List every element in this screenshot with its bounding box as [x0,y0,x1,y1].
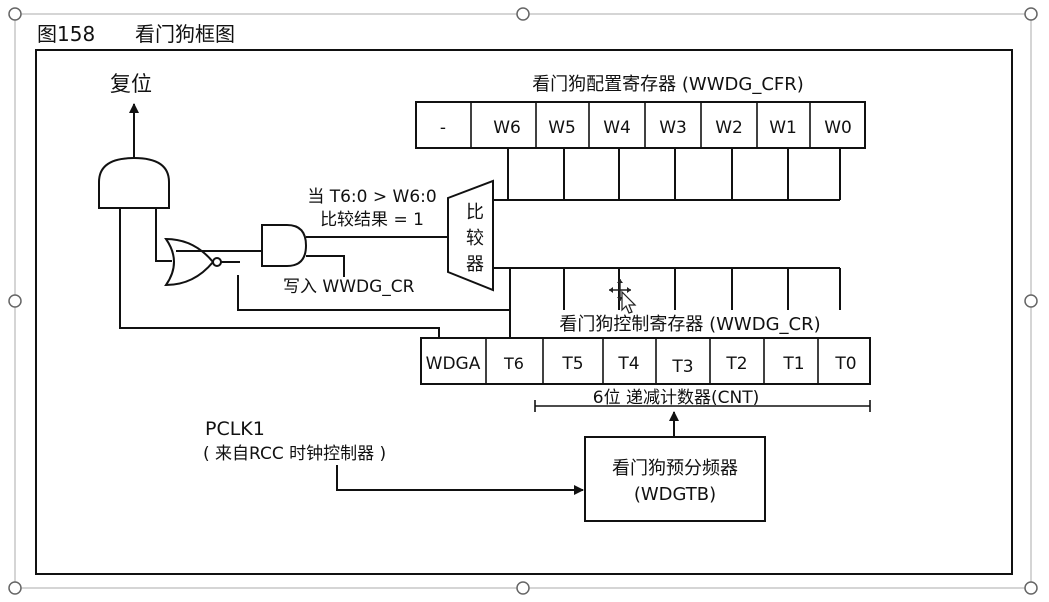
cfr-register: - W6 W5 W4 W3 W2 W1 W0 [415,101,866,149]
cr-cell: T2 [725,354,747,374]
cfr-cell: W6 [493,118,521,138]
prescaler-box [584,436,766,522]
handle-top-center[interactable] [516,7,530,21]
cr-cell: WDGA [426,354,481,374]
cr-cell: T1 [782,354,804,374]
diagram-border [35,49,1013,575]
selection-frame[interactable] [8,7,1038,595]
cfr-cell: W0 [824,118,852,138]
move-cursor-icon [609,279,637,314]
cfr-cell: W5 [548,118,576,138]
pclk-label: PCLK1 [205,418,265,440]
counter-bracket [534,400,871,412]
resize-handles[interactable] [8,7,1038,595]
handle-middle-right[interactable] [1024,294,1038,308]
handle-top-right[interactable] [1024,7,1038,21]
cr-cell: T3 [671,357,693,377]
figure-title: 看门狗框图 [135,22,235,46]
compare-condition-line1: 当 T6:0 > W6:0 [307,187,436,207]
cfr-title: 看门狗配置寄存器 (WWDG_CFR) [532,74,804,95]
write-cr-wire [306,255,345,277]
compare-and-gate [261,224,308,267]
write-cr-label: 写入 WWDG_CR [283,277,415,297]
or-to-and-wire [155,208,172,262]
figure-number: 图158 [37,22,95,46]
cfr-cell: W4 [603,118,631,138]
cfr-cell: W1 [769,118,797,138]
handle-top-left[interactable] [8,7,22,21]
compare-condition-line2: 比较结果 = 1 [320,210,424,230]
comparator-char-2: 较 [466,228,484,249]
prescaler-subtitle: (WDGTB) [634,484,716,505]
counter-label: 6位 递减计数器(CNT) [593,388,759,408]
handle-bottom-right[interactable] [1024,581,1038,595]
cr-cell: T6 [503,354,524,373]
reset-label: 复位 [110,72,152,96]
pclk-source-label: ( 来自RCC 时钟控制器 ) [203,444,386,464]
cr-register-frame [420,337,871,385]
handle-bottom-left[interactable] [8,581,22,595]
cfr-cell: W3 [659,118,687,138]
reset-and-gate [98,156,170,209]
t6-to-or-wire [237,268,511,311]
handle-middle-left[interactable] [8,294,22,308]
cr-register: WDGA T6 T5 T4 T3 T2 T1 T0 [420,337,871,385]
comparator-char-1: 比 [466,202,484,223]
wdga-to-and-wire [119,208,440,338]
handle-bottom-center[interactable] [516,581,530,595]
cr-cell: T5 [561,354,583,374]
cr-bus [493,267,841,338]
cfr-cell: - [440,118,446,138]
cfr-bus [493,148,841,201]
cr-cell: T0 [834,354,856,374]
prescaler-label: 看门狗预分频器 [612,458,738,479]
cr-cell: T4 [617,354,639,374]
cr-title: 看门狗控制寄存器 (WWDG_CR) [559,314,820,335]
cfr-cell: W2 [715,118,743,138]
or-gate [164,237,215,287]
pclk-to-prescaler-arrow [336,465,584,495]
cfr-register-frame [415,101,866,149]
or-gate-inverter-bubble [212,257,222,267]
comparator [447,179,494,292]
comparator-char-3: 器 [466,254,484,275]
